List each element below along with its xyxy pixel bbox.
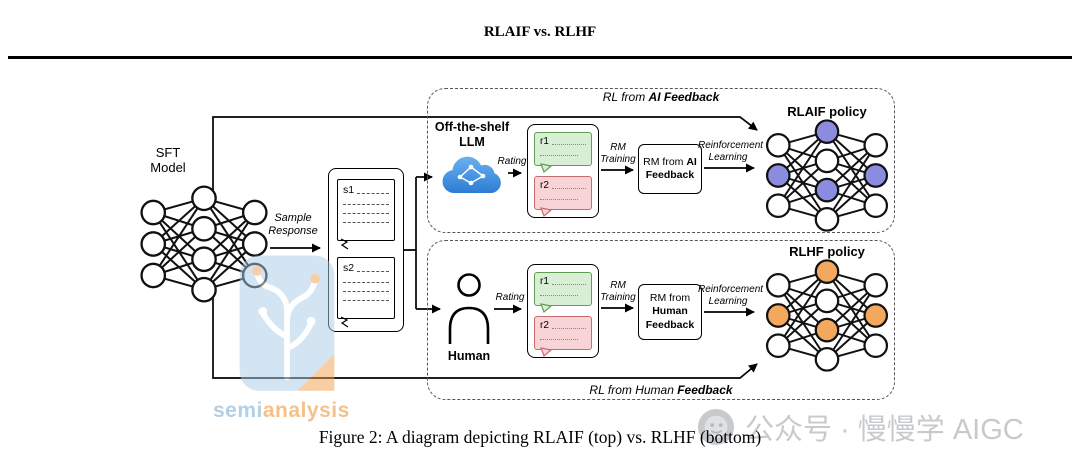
human-feedback-container: RL from Human Feedback — [427, 240, 895, 400]
branch-stem — [404, 177, 417, 309]
rating-boxes-human: r1 r2 — [527, 264, 599, 358]
rlhf-policy-network — [765, 259, 889, 372]
rlhf-policy-label: RLHF policy — [789, 244, 865, 259]
sample-id: s1 — [343, 184, 355, 196]
human-label: Human — [447, 349, 491, 363]
rating-label-ai: Rating — [497, 156, 527, 167]
rm-box-human: RM from Human Feedback — [638, 284, 702, 340]
rating-box-r2-human: r2 — [534, 316, 592, 358]
rlaif-policy-label: RLAIF policy — [787, 104, 867, 119]
title-rule — [8, 56, 1072, 59]
ai-feedback-title: RL from AI Feedback — [602, 90, 720, 104]
speech-tail-icon — [340, 238, 349, 250]
sample-id: s2 — [343, 262, 355, 274]
ai-feedback-container: RL from AI Feedback — [427, 88, 895, 233]
speech-tail-icon — [540, 303, 553, 314]
rating-box-r2-ai: r2 — [534, 176, 592, 218]
llm-label: Off-the-shelf LLM — [434, 120, 510, 149]
figure-caption: Figure 2: A diagram depicting RLAIF (top… — [318, 427, 762, 447]
page-title: RLAIF vs. RLHF — [483, 24, 597, 40]
human-icon — [448, 273, 490, 344]
sft-to-rlhf-line — [212, 298, 758, 379]
rl-label-ai: Reinforcement Learning — [698, 140, 764, 163]
llm-cloud-icon — [442, 156, 501, 193]
rating-box-r1-human: r1 — [534, 272, 592, 314]
rm-training-label-ai: RM Training — [600, 142, 636, 165]
sample-card-s2: s2 — [337, 257, 395, 328]
sample-response-label: Sample Response — [268, 212, 318, 237]
semianalysis-tree-icon — [239, 255, 335, 391]
speech-tail-icon — [540, 207, 553, 218]
samples-container: s1 s2 — [328, 168, 404, 332]
sample-card-s1: s1 — [337, 179, 395, 250]
rating-box-r1-ai: r1 — [534, 132, 592, 174]
sft-model-label: SFT Model — [150, 145, 186, 176]
sft-network — [140, 185, 268, 303]
watermark-semianalysis-text: semianalysis — [213, 399, 350, 422]
rating-boxes-ai: r1 r2 — [527, 124, 599, 218]
rm-box-ai: RM from AI Feedback — [638, 144, 702, 194]
rating-label-human: Rating — [495, 292, 525, 303]
sft-to-rlaif-line — [212, 116, 758, 193]
wechat-account-icon — [697, 408, 735, 446]
speech-tail-icon — [340, 316, 349, 328]
rm-training-label-human: RM Training — [600, 280, 636, 303]
rlaif-policy-network — [765, 119, 889, 232]
watermark-semianalysis-logo — [230, 252, 344, 405]
watermark-wechat: 公众号 · 慢慢学 AIGC — [697, 406, 1024, 448]
rl-label-human: Reinforcement Learning — [698, 284, 764, 307]
speech-tail-icon — [540, 347, 553, 358]
speech-tail-icon — [540, 163, 553, 174]
human-feedback-title: RL from Human Feedback — [589, 383, 733, 397]
